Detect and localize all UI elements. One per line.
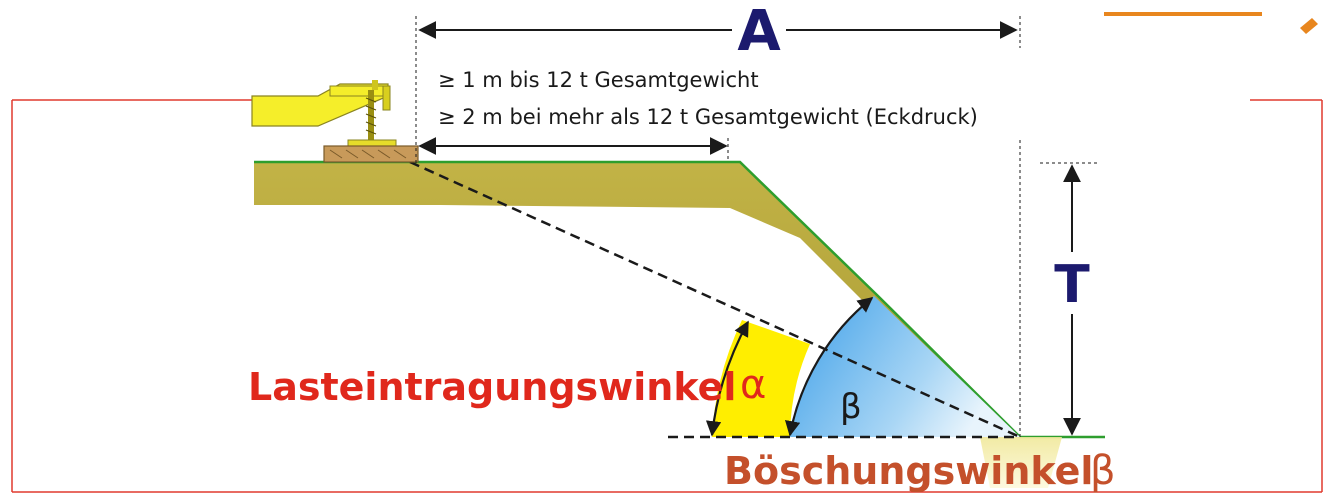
base-wedge-shadow: [980, 437, 1062, 488]
alpha-arc-arrow: [705, 320, 749, 437]
rule-line-1: ≥ 1 m bis 12 t Gesamtgewicht: [438, 68, 759, 92]
load-angle-symbol: α: [740, 362, 766, 408]
rule-line-2: ≥ 2 m bei mehr als 12 t Gesamtgewicht (E…: [438, 105, 978, 129]
orange-accent: [1104, 12, 1318, 34]
dimension-T: T: [1040, 162, 1100, 436]
beta-arc-arrow: [784, 297, 874, 437]
load-angle-label: Lasteintragungswinkel: [248, 365, 736, 409]
support-pad: [323, 145, 419, 163]
slope-angle-label: Böschungswinkel: [724, 449, 1093, 493]
dimension-A: A: [415, 0, 1021, 437]
slope-angle-symbol: β: [1090, 448, 1116, 494]
frame-border: [11, 99, 1323, 493]
dimension-A-label: A: [737, 0, 781, 64]
beta-angle-sector: [790, 296, 1020, 437]
ground-surface-edge: [254, 160, 1021, 438]
outrigger-support: [251, 80, 397, 147]
dimension-T-label: T: [1054, 255, 1090, 315]
inner-beta-symbol: β: [840, 387, 862, 427]
